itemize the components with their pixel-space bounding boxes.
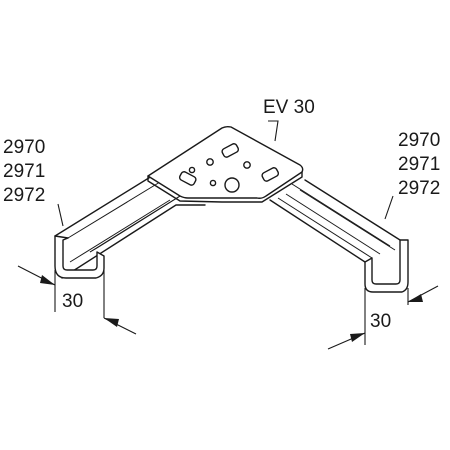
left-dimension-value: 30 <box>62 291 83 312</box>
right-part-leader <box>384 195 394 220</box>
corner-plate <box>147 125 304 203</box>
right-part-number-1: 2970 <box>398 130 440 151</box>
left-part-number-1: 2970 <box>3 137 45 158</box>
left-channel-rail <box>54 175 206 279</box>
plate-label: EV 30 <box>263 97 315 118</box>
left-part-leader <box>57 203 64 227</box>
right-dimension-value: 30 <box>370 311 391 332</box>
left-part-number-2: 2971 <box>3 161 45 182</box>
right-dimension <box>327 285 439 350</box>
right-part-number-3: 2972 <box>398 178 440 199</box>
left-dimension <box>17 265 137 335</box>
plate-holes <box>178 143 280 193</box>
plate-label-leader <box>268 120 279 142</box>
right-part-number-2: 2971 <box>398 154 440 175</box>
left-part-number-3: 2972 <box>3 185 45 206</box>
right-channel-rail <box>269 179 409 293</box>
